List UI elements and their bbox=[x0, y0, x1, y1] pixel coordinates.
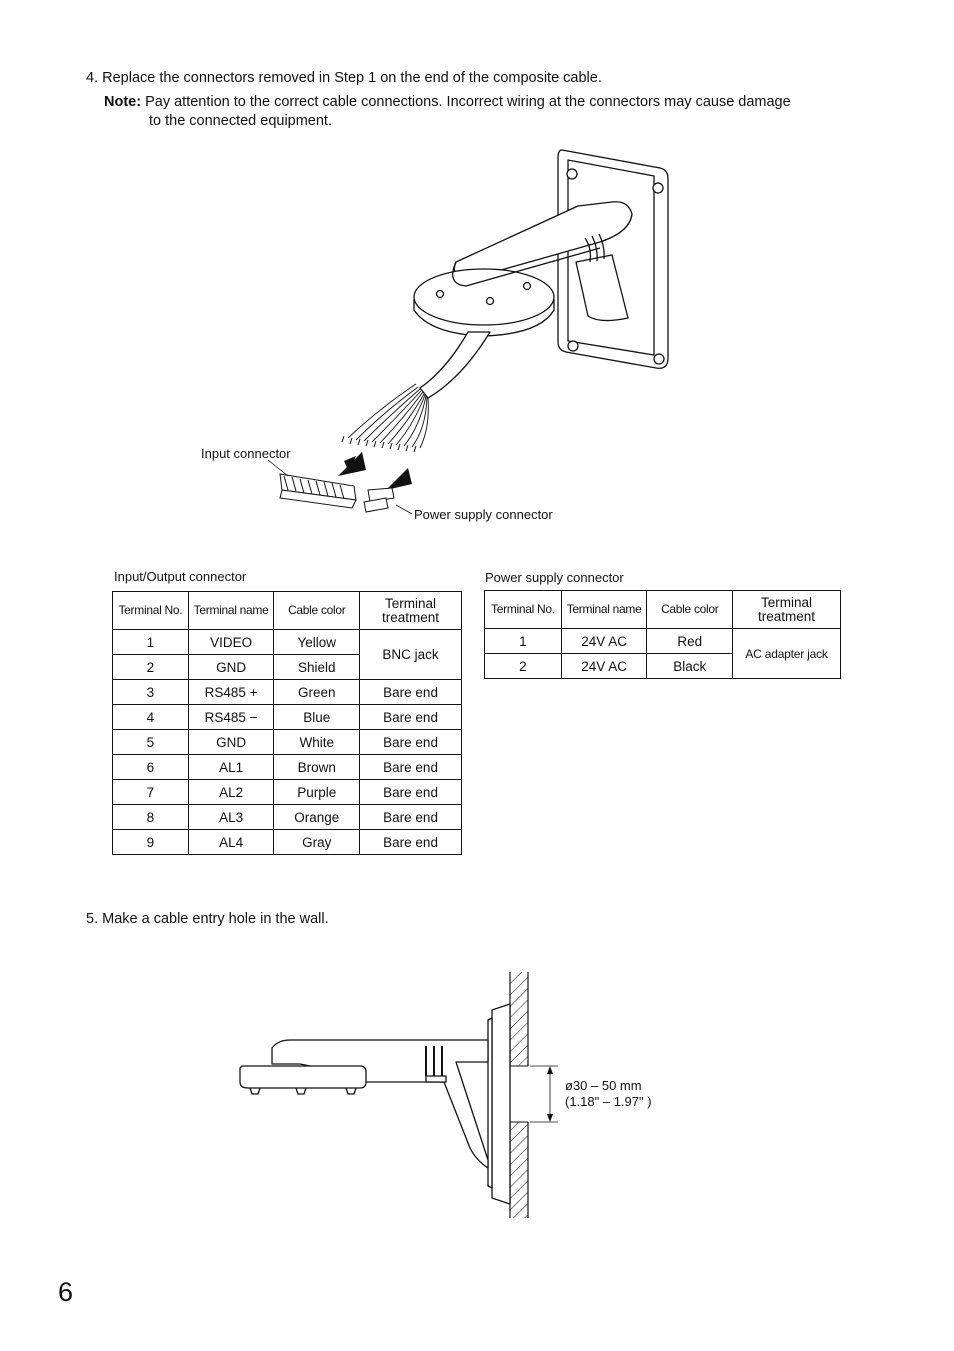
page-number: 6 bbox=[58, 1277, 74, 1307]
table-row: 9 AL4 Gray Bare end bbox=[112, 829, 462, 855]
cell-name: VIDEO bbox=[187, 629, 275, 655]
cell-treatment: Bare end bbox=[359, 754, 462, 780]
cell-no: 1 bbox=[112, 629, 189, 655]
power-connector-table: Terminal No. Terminal name Cable color T… bbox=[484, 590, 841, 679]
input-connector-label: Input connector bbox=[201, 446, 291, 461]
cell-treatment: Bare end bbox=[359, 729, 462, 755]
table-row: 8 AL3 Orange Bare end bbox=[112, 804, 462, 830]
cell-name: AL4 bbox=[187, 829, 275, 855]
hole-diameter-mm: ø30 – 50 mm bbox=[565, 1078, 642, 1093]
cell-name: AL2 bbox=[187, 779, 275, 805]
cell-color: Purple bbox=[273, 779, 361, 805]
table-row: 2 24V AC Black bbox=[484, 653, 841, 679]
hole-diameter-inch: (1.18" – 1.97" ) bbox=[565, 1094, 652, 1109]
table-row: 1 24V AC Red AC adapter jack bbox=[484, 628, 841, 679]
cell-treatment: BNC jack bbox=[359, 629, 462, 680]
cell-treatment: AC adapter jack bbox=[732, 628, 841, 679]
power-connector-label: Power supply connector bbox=[414, 507, 553, 522]
cell-color: Shield bbox=[273, 654, 361, 680]
column-header: Cable color bbox=[273, 591, 361, 630]
cell-no: 1 bbox=[484, 628, 562, 654]
cell-no: 2 bbox=[112, 654, 189, 680]
cell-color: Blue bbox=[273, 704, 361, 730]
cell-treatment: Bare end bbox=[359, 804, 462, 830]
table-row: 1 VIDEO Yellow BNC jack bbox=[112, 629, 462, 680]
note-text: Pay attention to the correct cable conne… bbox=[145, 94, 791, 110]
note-label: Note: bbox=[104, 94, 142, 110]
table-row: 7 AL2 Purple Bare end bbox=[112, 779, 462, 805]
table-row: 5 GND White Bare end bbox=[112, 729, 462, 755]
bracket-cable-illustration bbox=[267, 149, 669, 515]
column-header: Terminal treatment bbox=[359, 591, 462, 630]
cell-treatment: Bare end bbox=[359, 829, 462, 855]
cell-color: Brown bbox=[273, 754, 361, 780]
step4-note: Note: Pay attention to the correct cable… bbox=[104, 93, 894, 112]
cell-name: RS485 + bbox=[187, 679, 275, 705]
cell-treatment: Bare end bbox=[359, 679, 462, 705]
cell-color: White bbox=[273, 729, 361, 755]
column-header: Terminal treatment bbox=[732, 590, 841, 629]
cell-no: 6 bbox=[112, 754, 189, 780]
cell-no: 7 bbox=[112, 779, 189, 805]
table-header-row: Terminal No. Terminal name Cable color T… bbox=[484, 590, 841, 629]
io-table-caption: Input/Output connector bbox=[114, 569, 247, 584]
cell-no: 9 bbox=[112, 829, 189, 855]
bracket-side-view-illustration bbox=[239, 972, 558, 1218]
io-connector-table: Terminal No. Terminal name Cable color T… bbox=[112, 591, 462, 855]
cell-color: Black bbox=[646, 653, 734, 679]
cell-name: 24V AC bbox=[560, 628, 648, 654]
step5-text: 5. Make a cable entry hole in the wall. bbox=[86, 911, 329, 927]
step4-text: 4. Replace the connectors removed in Ste… bbox=[86, 70, 602, 86]
column-header: Terminal No. bbox=[112, 591, 189, 630]
cell-color: Yellow bbox=[273, 629, 361, 655]
column-header: Terminal No. bbox=[484, 590, 562, 629]
cell-no: 8 bbox=[112, 804, 189, 830]
cell-color: Orange bbox=[273, 804, 361, 830]
cell-treatment: Bare end bbox=[359, 779, 462, 805]
cell-color: Red bbox=[646, 628, 734, 654]
cell-name: GND bbox=[187, 729, 275, 755]
cell-no: 5 bbox=[112, 729, 189, 755]
cell-no: 4 bbox=[112, 704, 189, 730]
cell-no: 2 bbox=[484, 653, 562, 679]
step4-note-continued: to the connected equipment. bbox=[149, 113, 332, 129]
cell-name: RS485 − bbox=[187, 704, 275, 730]
cell-name: AL3 bbox=[187, 804, 275, 830]
cell-name: GND bbox=[187, 654, 275, 680]
cell-color: Green bbox=[273, 679, 361, 705]
column-header: Terminal name bbox=[560, 590, 648, 629]
column-header: Cable color bbox=[646, 590, 734, 629]
table-row: 2 GND Shield bbox=[112, 654, 462, 680]
power-table-caption: Power supply connector bbox=[485, 570, 624, 585]
cell-treatment: Bare end bbox=[359, 704, 462, 730]
cell-name: AL1 bbox=[187, 754, 275, 780]
table-row: 4 RS485 − Blue Bare end bbox=[112, 704, 462, 730]
cell-color: Gray bbox=[273, 829, 361, 855]
column-header: Terminal name bbox=[187, 591, 275, 630]
table-row: 6 AL1 Brown Bare end bbox=[112, 754, 462, 780]
table-row: 3 RS485 + Green Bare end bbox=[112, 679, 462, 705]
cell-name: 24V AC bbox=[560, 653, 648, 679]
table-header-row: Terminal No. Terminal name Cable color T… bbox=[112, 591, 462, 630]
cell-no: 3 bbox=[112, 679, 189, 705]
